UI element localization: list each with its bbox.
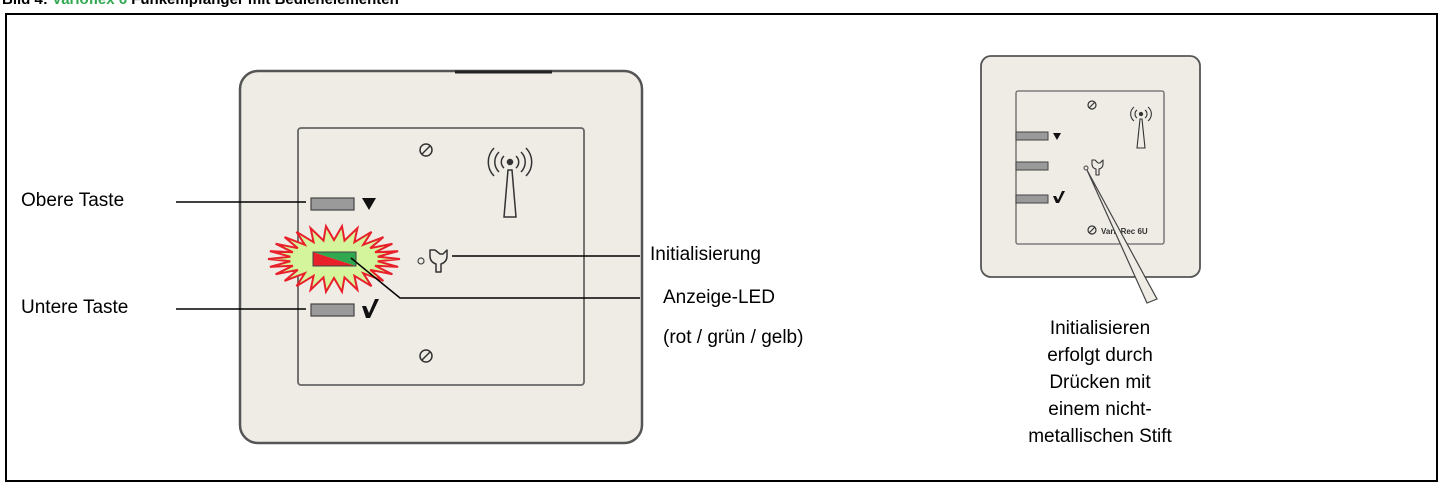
screw-icon <box>1087 100 1097 110</box>
caption-highlight: Varioflex 6 <box>52 0 127 8</box>
caption-prefix: Bild 4: <box>2 0 52 8</box>
wrench-icon <box>429 249 448 273</box>
indicator-led <box>312 251 357 267</box>
checkmark-icon <box>362 299 379 318</box>
init-note: Initialisieren erfolgt durch Drücken mit… <box>970 315 1230 450</box>
label-led-colors: (rot / grün / gelb) <box>663 327 804 348</box>
screw-icon <box>419 143 433 157</box>
small-device: VarioRec 6U <box>980 55 1201 304</box>
small-middle-key[interactable] <box>1015 161 1049 171</box>
note-line: einem nicht- <box>1048 399 1152 420</box>
label-indicator-led: Anzeige-LED <box>663 287 775 308</box>
stylus-icon <box>1086 169 1158 304</box>
note-line: Drücken mit <box>1049 372 1151 393</box>
upper-key[interactable] <box>310 197 355 211</box>
small-init-button[interactable] <box>1083 165 1089 171</box>
caption-suffix: Funkempfänger mit Bedienelementen <box>127 0 399 8</box>
checkmark-icon <box>1053 191 1065 203</box>
init-button[interactable] <box>417 257 425 265</box>
screw-icon <box>419 349 433 363</box>
radio-antenna-icon <box>487 147 533 218</box>
note-line: Initialisieren <box>1049 318 1151 339</box>
led-green-segment <box>313 252 356 266</box>
small-lower-key[interactable] <box>1015 194 1049 204</box>
figure-frame <box>5 13 1438 482</box>
radio-antenna-icon <box>1130 106 1152 149</box>
label-initialization: Initialisierung <box>650 244 761 265</box>
label-lower-key: Untere Taste <box>21 297 129 318</box>
small-upper-key[interactable] <box>1015 131 1049 141</box>
screw-icon <box>1087 225 1097 235</box>
down-arrow-icon <box>362 198 376 210</box>
figure-caption: Bild 4: Varioflex 6 Funkempfänger mit Be… <box>2 0 399 8</box>
label-upper-key: Obere Taste <box>21 190 125 211</box>
note-line: metallischen Stift <box>1028 426 1172 447</box>
lower-key[interactable] <box>310 303 355 317</box>
small-model-text: VarioRec 6U <box>1101 227 1148 236</box>
down-arrow-icon <box>1053 133 1061 140</box>
note-line: erfolgt durch <box>1047 345 1153 366</box>
wrench-icon <box>1091 159 1104 176</box>
large-device <box>238 69 644 445</box>
leader-led <box>350 257 640 299</box>
